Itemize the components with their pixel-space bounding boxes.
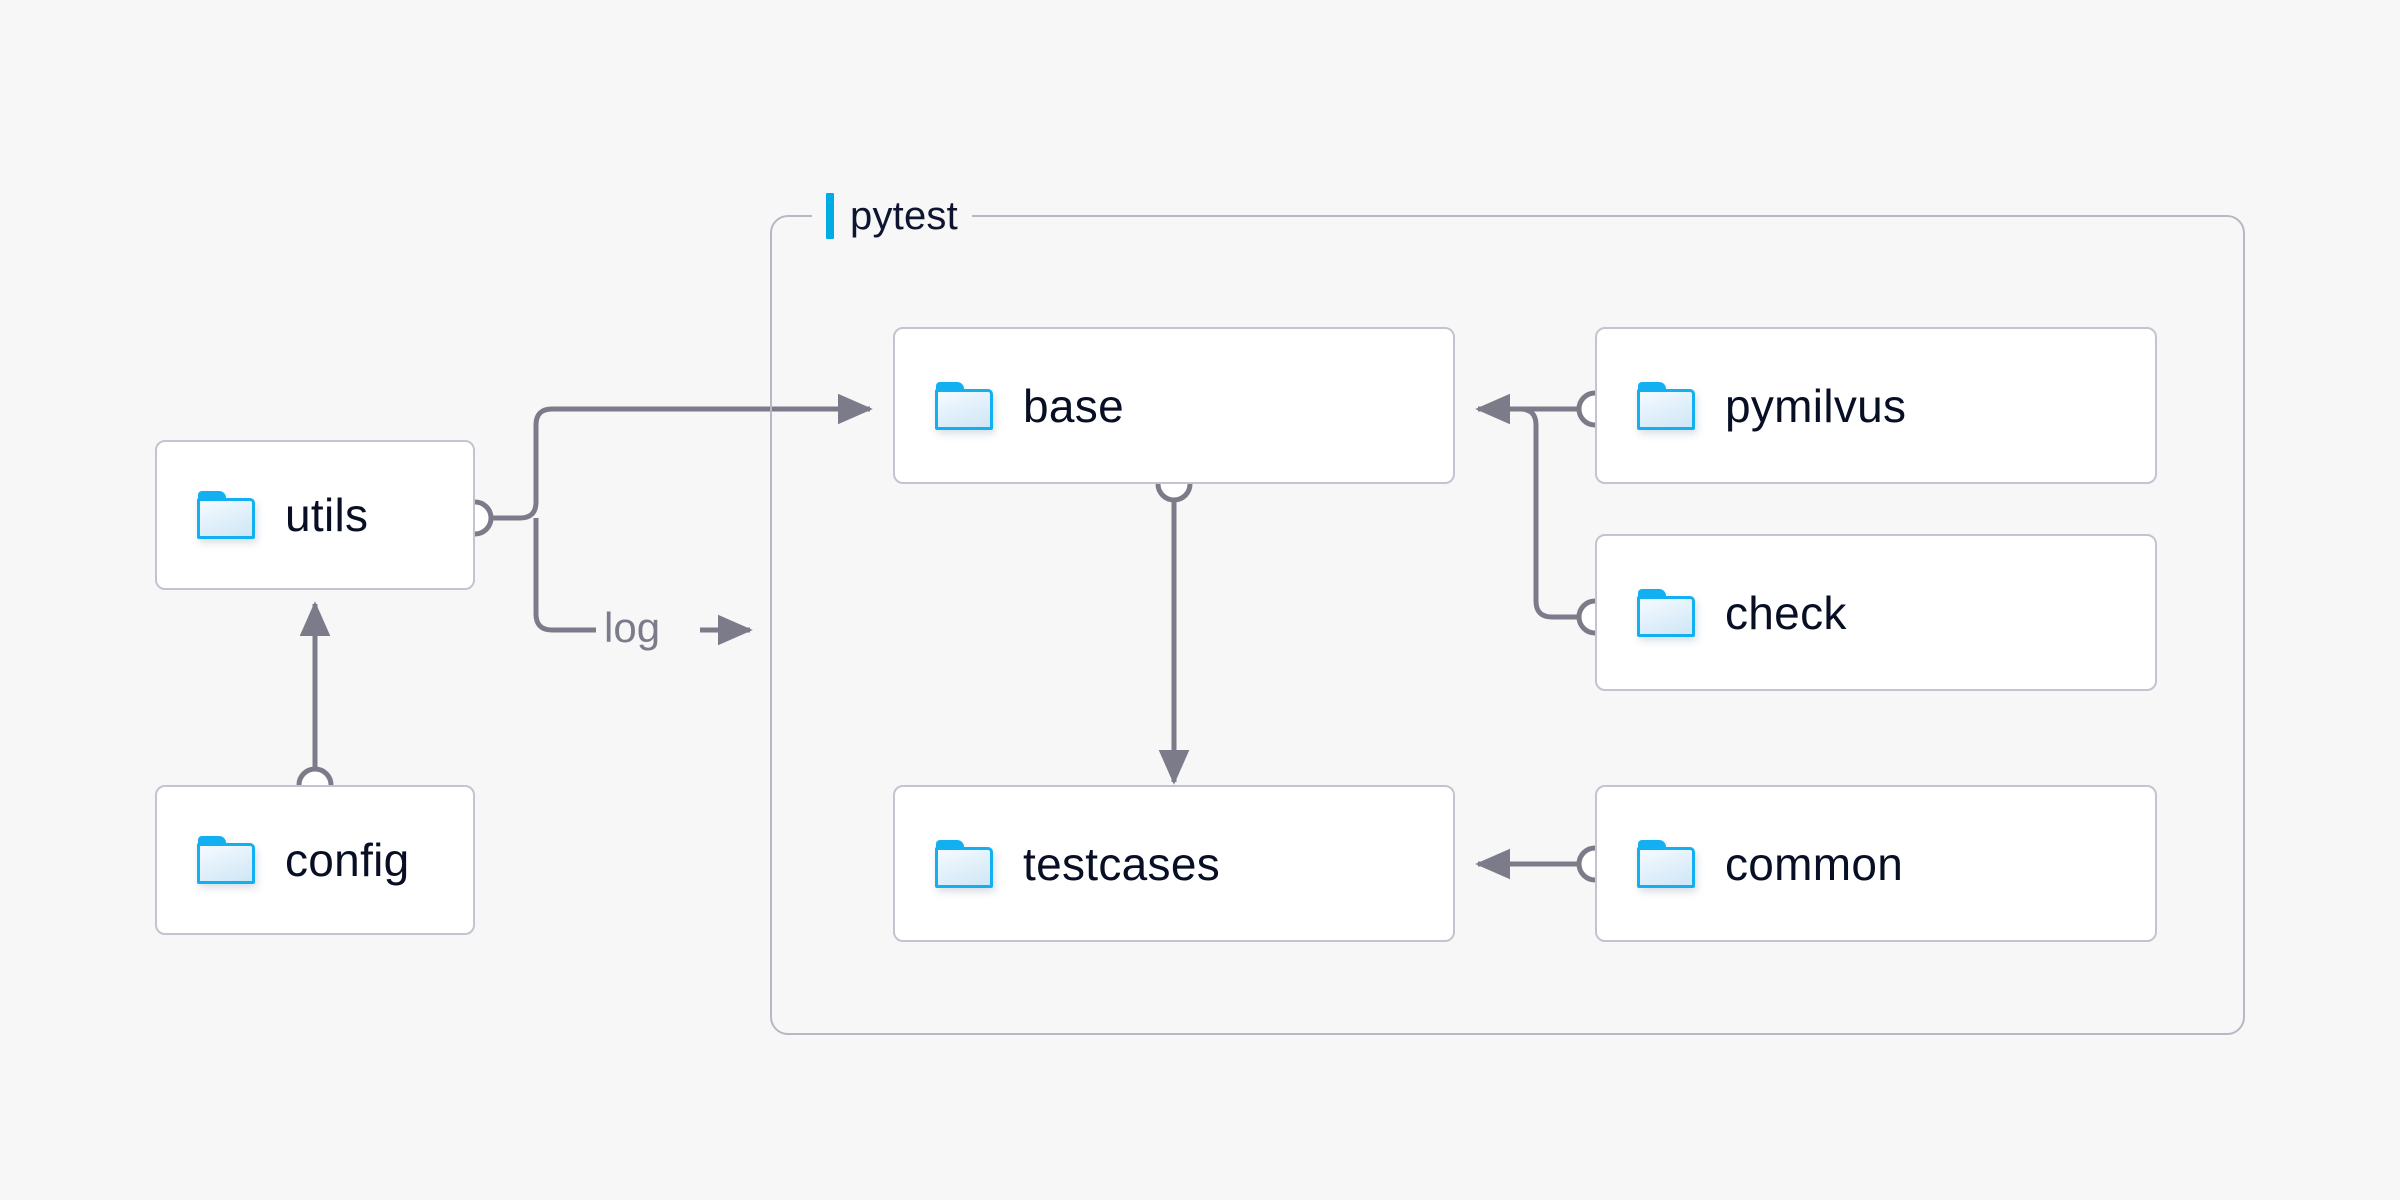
node-common[interactable]: common [1595,785,2157,942]
node-label-common: common [1725,837,1904,890]
folder-icon [1637,381,1695,430]
node-label-check: check [1725,586,1847,639]
node-testcases[interactable]: testcases [893,785,1455,942]
folder-icon [935,839,993,888]
node-pymilvus[interactable]: pymilvus [1595,327,2157,484]
node-base[interactable]: base [893,327,1455,484]
node-config[interactable]: config [155,785,475,935]
node-label-config: config [285,834,410,886]
edge-config-utils [296,601,334,804]
group-container-pytest[interactable] [770,215,2245,1035]
node-label-pymilvus: pymilvus [1725,379,1907,432]
group-accent-bar [826,193,834,239]
group-label-text: pytest [850,193,958,238]
node-check[interactable]: check [1595,534,2157,691]
folder-icon [197,836,255,884]
node-utils[interactable]: utils [155,440,475,590]
folder-icon [1637,839,1695,888]
node-label-testcases: testcases [1023,837,1221,890]
folder-icon [1637,588,1695,637]
edge-label-log: log [604,604,661,651]
node-label-utils: utils [285,489,369,541]
folder-icon [935,381,993,430]
node-label-base: base [1023,379,1124,432]
folder-icon [197,491,255,539]
group-label-pytest: pytest [812,190,972,242]
